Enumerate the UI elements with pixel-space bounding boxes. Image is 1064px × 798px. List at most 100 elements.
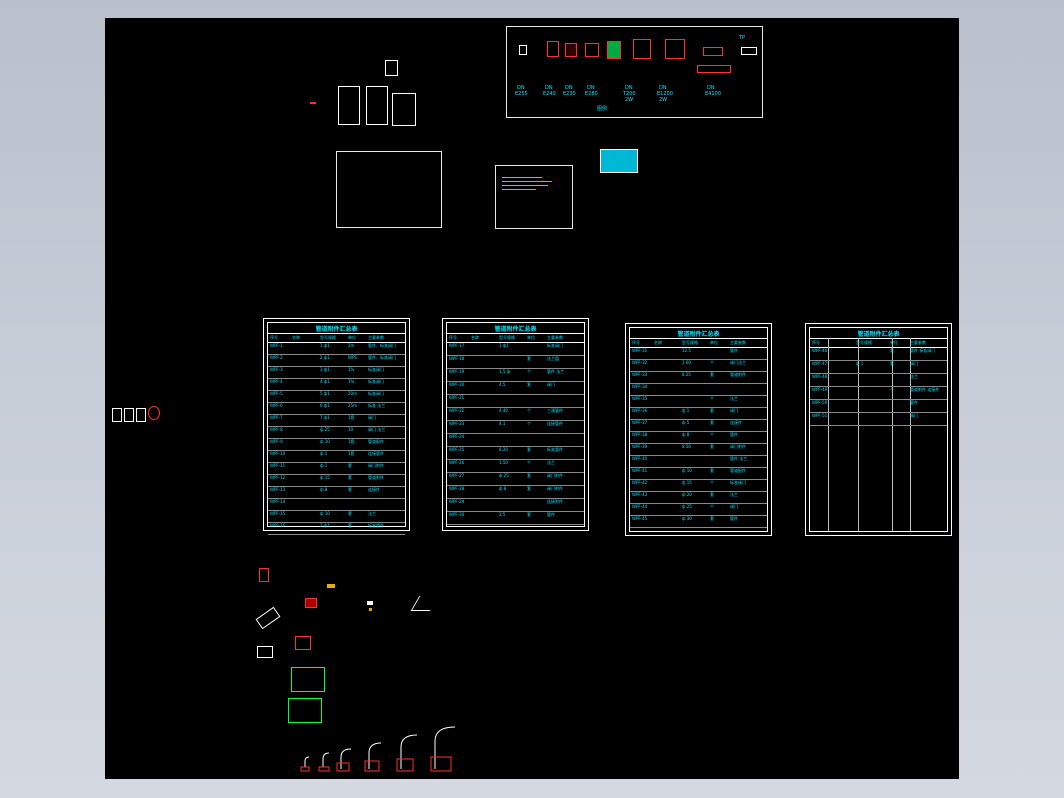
header-cell: 主要参数 [730,340,746,345]
table-cell: 管道附件 连接件 [910,387,940,392]
header-cell: 型号规格 [499,335,515,340]
table-cell: WPF-15 [270,511,286,516]
table-cell: 4.1 [499,421,506,426]
table-title: 管道附件汇总表 [857,331,900,338]
cyan-thumbnail [600,149,638,173]
table-cell: 法兰盘 [547,356,559,361]
detail-fittings-red [295,636,311,650]
header-cell: 主要参数 [368,335,384,340]
table-cell: 2 ф1 [320,523,330,528]
table-cell: WPF-17 [449,343,465,348]
table-cell: 套 [348,511,352,516]
table-cell: WPF-40 [632,456,648,461]
table-cell: WPF-11 [270,463,286,468]
table-cell: WPF-38 [632,432,648,437]
dn-label-7: DN [707,85,715,91]
table-cell: 套 [710,444,714,449]
table-cell: 1.5 ф [499,369,511,374]
table-cell: WPF-43 [632,492,648,497]
table-cell: 阀门附件 [730,444,746,449]
table-cell: WPF-37 [632,420,648,425]
header-cell: 单位 [890,340,898,345]
dn-label-1: DN [517,85,525,91]
detail-arm [410,596,439,611]
detail-riser-3 [392,93,416,126]
table-cell: 阀门 [730,504,738,509]
table-cell: WPF-5 [270,391,283,396]
table-cell: ф 10 [320,511,330,516]
table-cell: WPF-47 [812,361,828,366]
table-cell: 连接附件 [547,499,563,504]
table-cell: 管件 [730,516,738,521]
header-cell: 主要参数 [910,340,926,345]
table-cell: 个 [527,369,531,374]
table-cell: WPF-49 [812,387,828,392]
table-cell: WPF-13 [270,487,286,492]
table-cell: 标准阀门 [368,391,384,396]
table-cell: 1套 [348,415,355,420]
table-header: 序号 名称 型号规格 单位 主要参数 [630,338,767,348]
notes-sheet [495,165,573,229]
detail-red-cluster [305,598,317,608]
table-cell: 法兰 [368,511,376,516]
table-cell: 1套 [348,451,355,456]
table-cell: WPF-22 [449,408,465,413]
table-cell: 管件 [730,348,738,353]
table-cell: WPF-6 [270,403,283,408]
table-cell: WPF-23 [449,421,465,426]
table-row: WPF-14 [268,498,405,511]
table-cell: 法兰 [730,492,738,497]
detail-green-box-1 [291,667,325,692]
table-cell: WPF-1 [270,343,283,348]
cad-model-space[interactable]: TP DN E255 DN E240 DN E230 DN E280 DN T2… [105,18,959,779]
table-cell: 连接件 [368,487,380,492]
table-cell: WPF-7 [270,415,283,420]
dim-label-7: E4100 [705,91,721,97]
table-cell: 管道附件 [368,475,384,480]
table-cell: WPF-10 [270,451,286,456]
equipment-detail-sheet [336,151,442,228]
table-cell: WPF-51 [812,413,828,418]
table-cell: 8.50 [682,444,691,449]
table-cell: 套 [710,420,714,425]
header-cell: 单位 [527,335,535,340]
table-cell: ф 1 [856,361,864,366]
table-cell: ф 25 [499,473,509,478]
table-cell: WPF-35 [632,396,648,401]
table-cell: WPF-36 [632,408,648,413]
table-cell: 标准管件 [547,447,563,452]
table-cell: WPF-34 [632,384,648,389]
table-cell: 个 [527,408,531,413]
table-cell: 1 ф1 [499,343,509,348]
table-cell: WPF-32 [632,360,648,365]
dim-label-6: E1200 [657,91,673,97]
header-cell: 序号 [812,340,820,345]
table-cell: WPF-25 [449,447,465,452]
dn-label-6: DN [659,85,667,91]
table-cell: ф.8 [320,487,328,492]
table-cell: WPF-45 [632,516,648,521]
table-cell: WPF-48 [812,374,828,379]
